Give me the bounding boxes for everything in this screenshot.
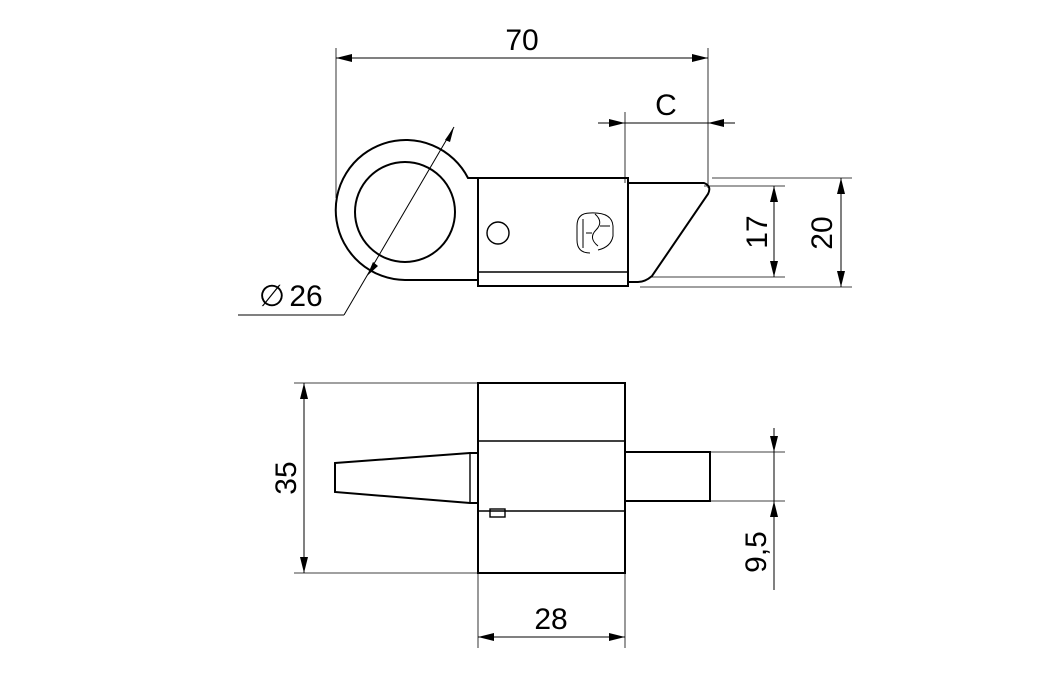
dim-total-height: 20 — [806, 216, 839, 249]
wedge-tongue — [627, 182, 711, 283]
ring-hole — [354, 161, 456, 263]
round-pin — [623, 451, 711, 502]
block-plan — [477, 382, 626, 574]
dim-ring-diameter: 26 — [289, 280, 322, 313]
bottom-view — [294, 382, 785, 648]
dim-overall-length: 70 — [505, 24, 538, 57]
dim-body-width: 28 — [534, 603, 567, 636]
rivet-head — [489, 508, 506, 518]
dim-body-height: 17 — [741, 215, 774, 248]
tapered-spike — [334, 452, 479, 504]
dim-width: 35 — [270, 461, 303, 494]
top-view — [238, 48, 852, 316]
dim-clearance: C — [655, 89, 677, 122]
rivet-hole — [486, 221, 510, 245]
dim-pin-diameter: 9,5 — [740, 531, 773, 573]
logo-icon — [576, 212, 614, 254]
block-body — [477, 177, 629, 287]
dim-diameter-symbol: ∅ — [259, 280, 285, 313]
